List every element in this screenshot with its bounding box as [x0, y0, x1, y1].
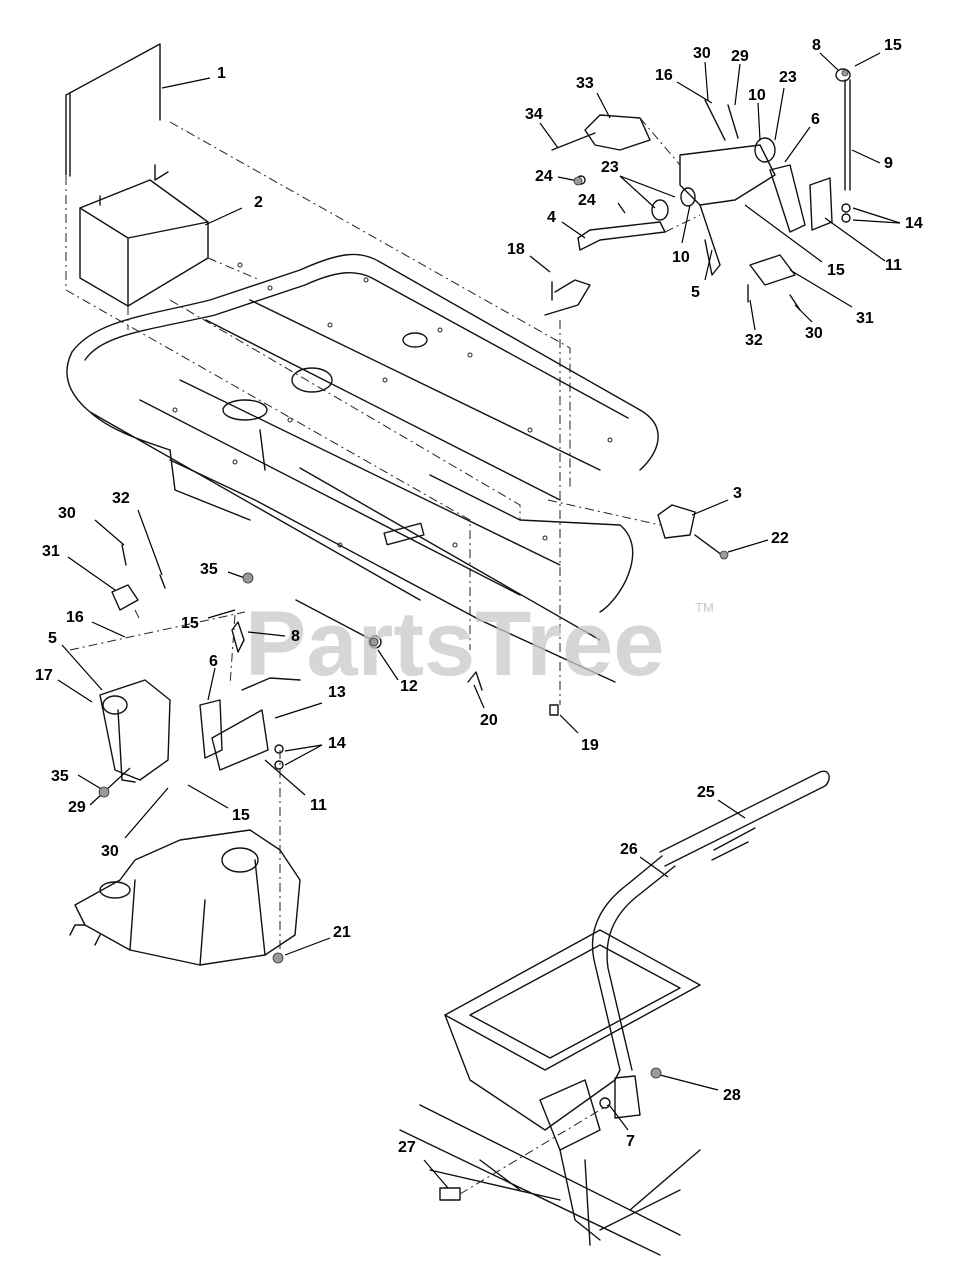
callout-34: 34 — [525, 106, 543, 123]
callout-22: 22 — [771, 530, 789, 547]
callout-27: 27 — [398, 1139, 416, 1156]
callout-24-upper: 24 — [535, 168, 553, 185]
callout-8-left: 8 — [291, 628, 300, 645]
callout-25: 25 — [697, 784, 715, 801]
callout-31-upper: 31 — [856, 310, 874, 327]
callout-15-upper-right: 15 — [827, 262, 845, 279]
callout-32-left: 32 — [112, 490, 130, 507]
callout-31-left: 31 — [42, 543, 60, 560]
callout-4: 4 — [547, 209, 556, 226]
callout-10-lower: 10 — [672, 249, 690, 266]
callout-2: 2 — [254, 194, 263, 211]
callout-21: 21 — [333, 924, 351, 941]
callout-23-left: 23 — [601, 159, 619, 176]
callout-30-upper: 30 — [693, 45, 711, 62]
callout-7: 7 — [626, 1133, 635, 1150]
callout-9: 9 — [884, 155, 893, 172]
callout-3: 3 — [733, 485, 742, 502]
diagram-artwork — [65, 43, 851, 1256]
callout-11-left: 11 — [310, 797, 327, 814]
callout-20: 20 — [480, 712, 498, 729]
callout-6-upper: 6 — [811, 111, 820, 128]
callout-15-lower: 15 — [232, 807, 250, 824]
callout-15-left: 15 — [181, 615, 199, 632]
callout-33: 33 — [576, 75, 594, 92]
callout-32-upper: 32 — [745, 332, 763, 349]
callout-12: 12 — [400, 678, 418, 695]
watermark-trademark: TM — [695, 600, 714, 615]
callout-35-lower: 35 — [51, 768, 69, 785]
callout-8-upper: 8 — [812, 37, 821, 54]
callout-5-left: 5 — [48, 630, 57, 647]
callout-15-top: 15 — [884, 37, 902, 54]
callout-23-right: 23 — [779, 69, 797, 86]
callout-19: 19 — [581, 737, 599, 754]
callout-29-upper: 29 — [731, 48, 749, 65]
callout-16-upper: 16 — [655, 67, 673, 84]
callout-13: 13 — [328, 684, 346, 701]
callouts: 1 2 33 34 24 23 24 4 18 16 30 29 10 23 8… — [35, 37, 923, 1189]
callout-14-upper: 14 — [905, 215, 923, 232]
callout-16-left: 16 — [66, 609, 84, 626]
callout-29-left: 29 — [68, 799, 86, 816]
callout-1: 1 — [217, 65, 226, 82]
callout-17: 17 — [35, 667, 53, 684]
callout-24-lower: 24 — [578, 192, 596, 209]
callout-30-left: 30 — [58, 505, 76, 522]
callout-5-upper: 5 — [691, 284, 700, 301]
callout-30-mid: 30 — [805, 325, 823, 342]
callout-26: 26 — [620, 841, 638, 858]
callout-11-upper: 11 — [885, 257, 902, 274]
fastener-marks — [98, 69, 849, 1079]
callout-6-left: 6 — [209, 653, 218, 670]
watermark-text: PartsTree — [245, 593, 664, 695]
callout-10-upper: 10 — [748, 87, 766, 104]
callout-30-lower: 30 — [101, 843, 119, 860]
callout-28: 28 — [723, 1087, 741, 1104]
callout-14-left: 14 — [328, 735, 346, 752]
callout-35-upper: 35 — [200, 561, 218, 578]
callout-18: 18 — [507, 241, 525, 258]
